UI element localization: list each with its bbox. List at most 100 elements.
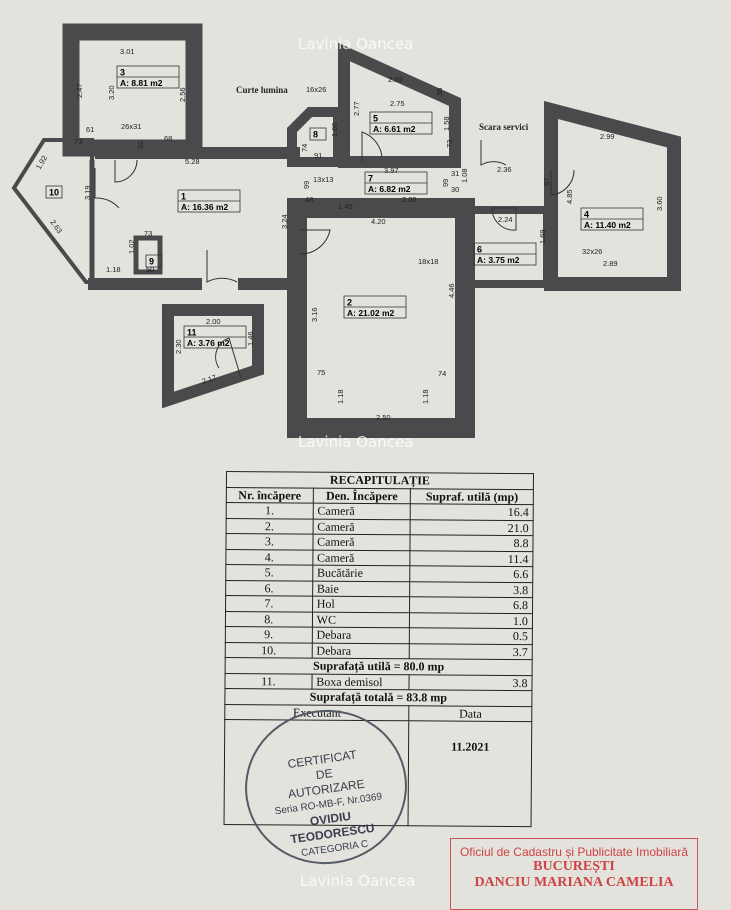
room-label-2: 2A: 21.02 m2 (343, 295, 407, 319)
dimension-label: 4.20 (371, 217, 386, 226)
dimension-label: 2.09 (402, 195, 417, 204)
dimension-label: 73 (445, 140, 454, 148)
room-number: 9 (149, 257, 154, 267)
door (361, 131, 383, 162)
cell: 9. (225, 626, 313, 643)
dimension-label: 99 (302, 181, 311, 189)
room-number: 7 (368, 174, 373, 184)
cell: Boxa demisol (311, 673, 410, 690)
cell: 10. (225, 641, 312, 659)
room-number: 11 (187, 328, 197, 338)
cell: 3. (225, 533, 313, 550)
room-area: A: 6.82 m2 (368, 184, 411, 194)
dimension-label: 4.85 (565, 189, 574, 204)
dimension-label: 3.20 (107, 85, 116, 100)
door (215, 337, 242, 379)
room-number: 8 (313, 130, 318, 140)
wall-room-2 (287, 198, 475, 438)
cell: 16.4 (410, 503, 534, 521)
dimension-label: 3.97 (384, 166, 399, 175)
room-number: 3 (120, 68, 125, 78)
dimension-label: 2.50 (376, 413, 391, 422)
stairs-label: Scara servici (479, 122, 529, 132)
dimension-label: 2.77 (352, 101, 361, 116)
cell: Cameră (312, 534, 411, 551)
wall-room-6 (461, 206, 551, 288)
dimension-label: 99 (441, 179, 450, 187)
room-label-8: 8 (309, 127, 327, 141)
cell: 2. (226, 518, 313, 535)
cell: 1. (226, 502, 313, 519)
dimension-label: 1.08 (460, 168, 469, 183)
room-area: A: 16.36 m2 (181, 202, 229, 212)
col-header: Den. Încăpere (312, 487, 411, 504)
dimension-label: 2.36 (497, 165, 512, 174)
room-label-4: 4A: 11.40 m2 (580, 207, 644, 231)
cell: 6. (225, 580, 313, 597)
room-number: 2 (347, 298, 352, 308)
dimension-label: 1.92 (34, 154, 49, 171)
cell: 3.7 (409, 643, 533, 660)
cell: 8.8 (410, 534, 534, 552)
dimension-label: 74 (438, 369, 446, 378)
dimension-label: 2.24 (498, 215, 513, 224)
dimension-label: 3.16 (310, 307, 319, 322)
cell: 6.6 (410, 565, 533, 583)
cell: Cameră (312, 518, 411, 535)
room-number: 6 (477, 245, 482, 255)
dimension-label: 5.28 (185, 157, 200, 166)
dimension-label: 2.69 (388, 75, 403, 84)
door (206, 250, 238, 283)
col-header: Nr. încăpere (226, 487, 314, 504)
cell: Hol (312, 596, 411, 613)
dimension-label: 1.58 (442, 116, 451, 131)
watermark: Lavinia Oancea (300, 872, 416, 890)
dimension-label: 1.00 (330, 122, 339, 137)
dimension-label: 75 (317, 368, 325, 377)
dimension-label: 32x26 (582, 247, 602, 256)
cell: WC (312, 611, 410, 628)
room-label-10: 10 (45, 185, 63, 199)
dimension-label: 73 (74, 137, 82, 146)
cell: Cameră (312, 503, 411, 520)
cell: 0.5 (409, 627, 533, 645)
dimension-label: 1.40 (338, 202, 353, 211)
room-area: A: 3.75 m2 (477, 255, 520, 265)
dimension-label: 48 (305, 195, 313, 204)
door (550, 169, 575, 196)
courtyard-label: Curte lumina (236, 85, 288, 95)
cell: 8. (225, 611, 313, 628)
cell: Baie (312, 580, 411, 597)
cell: 5. (225, 564, 313, 581)
dimension-label: 2.30 (174, 339, 183, 354)
dimension-label: 91 (314, 151, 322, 160)
date-value: 11.2021 (408, 720, 532, 827)
cell: 11.4 (410, 550, 533, 567)
dimension-label: 2.00 (206, 317, 221, 326)
dimension-label: 2.17 (201, 373, 218, 386)
dimension-label: 50 (146, 265, 154, 274)
watermark: Lavinia Oancea (298, 35, 414, 53)
dimension-label: 2.99 (600, 132, 615, 141)
room-label-5: 5A: 6.61 m2 (369, 111, 433, 135)
door (114, 159, 138, 183)
dimension-label: 1.02 (127, 239, 136, 254)
cell: 4. (225, 549, 313, 566)
dimension-label: 3.19 (83, 185, 92, 200)
door (299, 229, 331, 255)
dimension-label: 74 (300, 144, 309, 152)
room-number: 1 (181, 192, 186, 202)
room-number: 10 (49, 188, 59, 198)
dimension-label: 1.46 (246, 331, 255, 346)
date-label: Data (409, 705, 532, 722)
wall-wc (287, 107, 343, 167)
cell: Bucătărie (312, 565, 411, 582)
